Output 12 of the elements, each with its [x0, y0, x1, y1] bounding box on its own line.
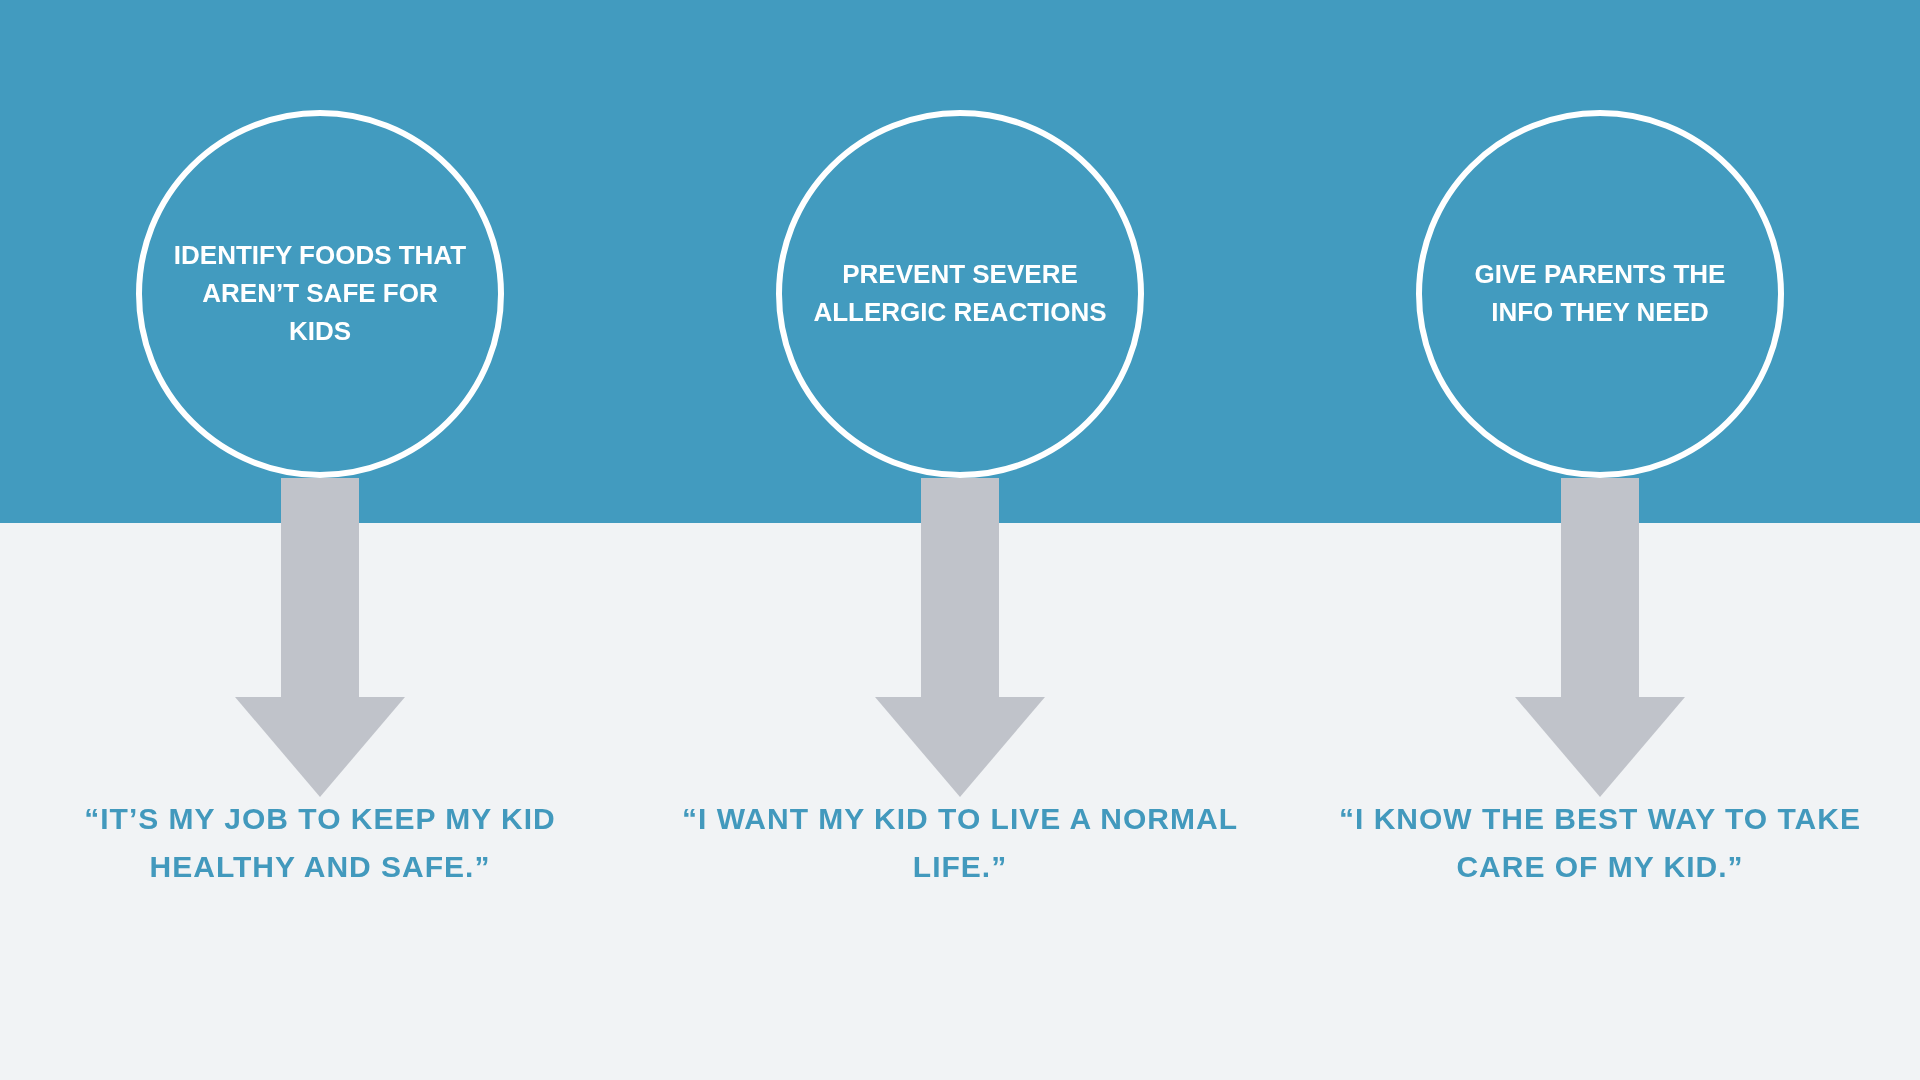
quote-text: “IT’S MY JOB TO KEEP MY KID HEALTHY AND SAFE.”: [30, 795, 610, 891]
quote-text: “I KNOW THE BEST WAY TO TAKE CARE OF MY KID.”: [1310, 795, 1890, 891]
circle: [1416, 110, 1784, 478]
circle: [776, 110, 1144, 478]
arrow: [1515, 478, 1685, 797]
circle-text: IDENTIFY FOODS THAT AREN’T SAFE FOR KIDS: [172, 239, 468, 348]
quote-text: “I WANT MY KID TO LIVE A NORMAL LIFE.”: [670, 795, 1250, 891]
circle: [136, 110, 504, 478]
circle-text: GIVE PARENTS THE INFO THEY NEED: [1473, 258, 1727, 329]
arrow: [235, 478, 405, 797]
arrow: [875, 478, 1045, 797]
circle-text: PREVENT SEVERE ALLERGIC REACTIONS: [812, 258, 1108, 329]
